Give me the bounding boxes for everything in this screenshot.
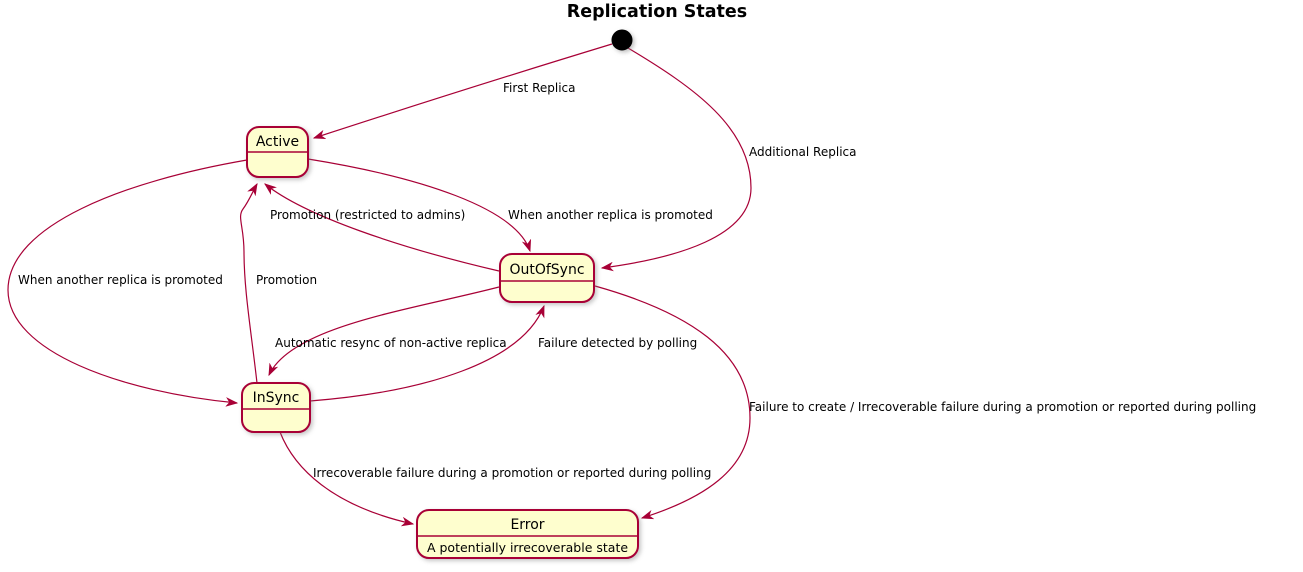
state-error-title: Error bbox=[510, 517, 544, 533]
transition-insync-to-error bbox=[279, 431, 415, 527]
transition-label-promotion-admins: Promotion (restricted to admins) bbox=[270, 208, 465, 222]
transition-active-to-outofsync bbox=[307, 158, 532, 253]
transition-insync-to-active bbox=[240, 182, 258, 384]
transition-label-automatic-resync: Automatic resync of non-active replica bbox=[275, 336, 507, 350]
transition-label-irrecoverable-failure: Irrecoverable failure during a promotion… bbox=[313, 466, 711, 480]
state-error: Error A potentially irrecoverable state bbox=[416, 509, 639, 559]
transition-label-additional-replica: Additional Replica bbox=[749, 145, 856, 159]
state-error-description: A potentially irrecoverable state bbox=[427, 540, 628, 555]
transition-label-first-replica: First Replica bbox=[503, 81, 576, 95]
transition-label-failure-to-create: Failure to create / Irrecoverable failur… bbox=[749, 400, 1256, 414]
transition-outofsync-to-active bbox=[264, 183, 500, 272]
state-insync: InSync bbox=[241, 382, 311, 433]
transition-initial-to-outofsync bbox=[600, 47, 752, 272]
initial-state-dot bbox=[611, 29, 633, 51]
transition-outofsync-to-insync bbox=[268, 286, 500, 377]
transition-label-failure-polling: Failure detected by polling bbox=[538, 336, 697, 350]
state-outofsync: OutOfSync bbox=[499, 253, 595, 303]
transition-label-promotion: Promotion bbox=[256, 273, 317, 287]
transition-label-when-promoted-right: When another replica is promoted bbox=[508, 208, 713, 222]
transition-active-to-insync bbox=[7, 159, 248, 407]
state-outofsync-title: OutOfSync bbox=[509, 262, 584, 278]
transition-insync-to-outofsync bbox=[309, 304, 545, 402]
transition-label-when-promoted-left: When another replica is promoted bbox=[18, 273, 223, 287]
transition-labels-layer: First Replica Additional Replica Promoti… bbox=[18, 81, 1256, 480]
state-insync-title: InSync bbox=[253, 390, 300, 406]
transition-initial-to-active bbox=[312, 43, 613, 140]
diagram-title: Replication States bbox=[567, 2, 747, 22]
transitions-layer bbox=[7, 43, 752, 527]
state-active-title: Active bbox=[256, 134, 299, 150]
state-active: Active bbox=[246, 126, 309, 178]
transition-outofsync-to-error bbox=[594, 285, 751, 520]
